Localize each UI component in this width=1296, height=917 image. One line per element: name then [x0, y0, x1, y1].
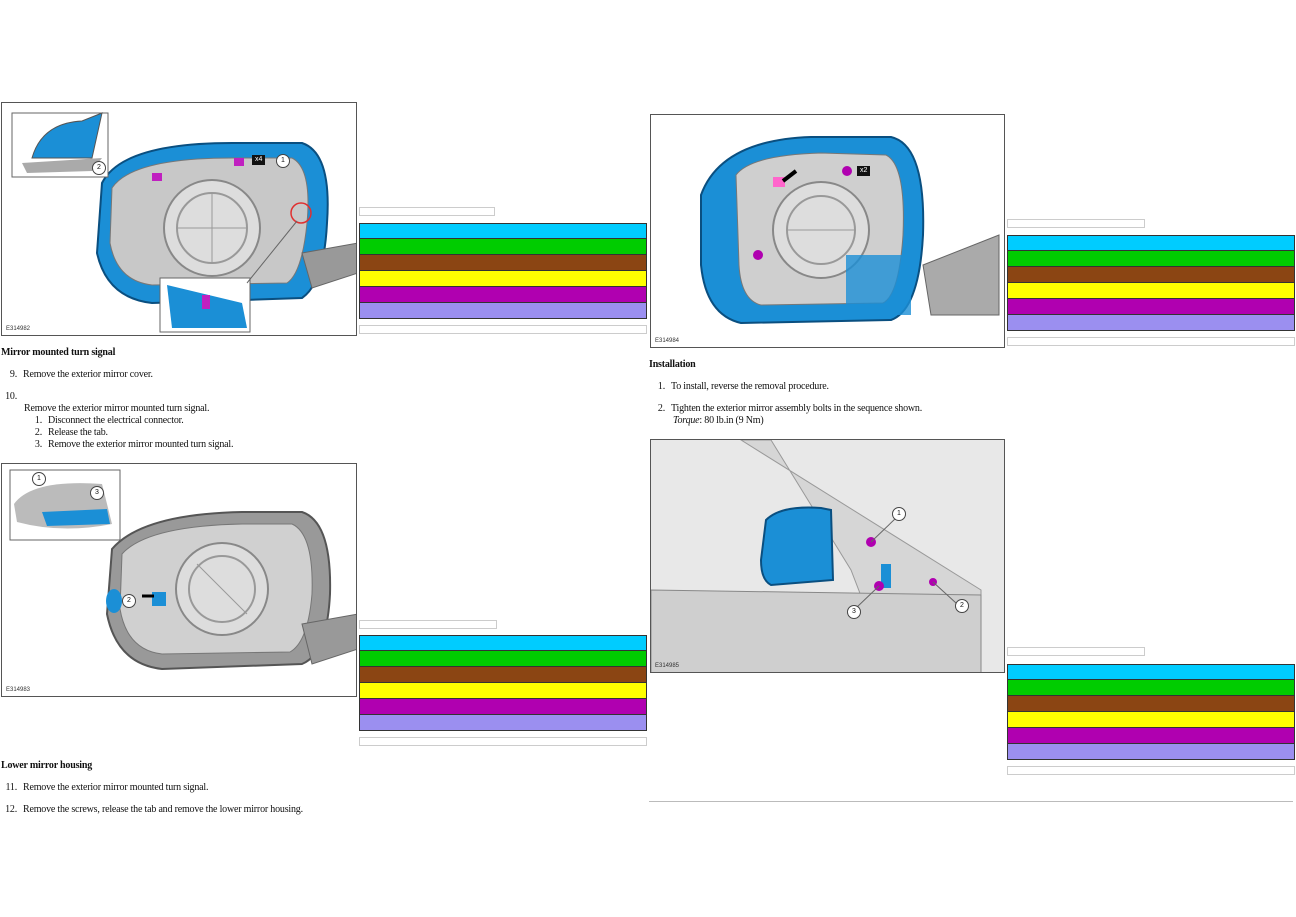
figure-e314982: 1 x4 2 E314982	[1, 102, 357, 336]
legend-1	[359, 207, 647, 334]
figure-e314983: 1 2 3 E314983	[1, 463, 357, 697]
install-step-2: 2.Tighten the exterior mirror assembly b…	[657, 403, 923, 414]
mirror-illustration	[700, 136, 1000, 325]
substep-1: 1.Disconnect the electrical connector.	[34, 415, 184, 426]
swatch-brown	[359, 255, 647, 271]
door-illustration	[651, 440, 1004, 672]
figure-id: E314985	[655, 663, 680, 669]
step-10: 10.	[5, 391, 17, 402]
substep-2: 2.Release the tab.	[34, 427, 108, 438]
step-12: 12.Remove the screws, release the tab an…	[5, 804, 303, 815]
section-heading-turn-signal: Mirror mounted turn signal	[1, 347, 116, 358]
callout-1: 1	[892, 507, 906, 521]
callout-2: 2	[92, 161, 106, 175]
swatch-lavender	[1007, 744, 1295, 760]
step-9: 9.Remove the exterior mirror cover.	[9, 369, 153, 380]
swatch-yellow	[359, 683, 647, 699]
swatch-green	[1007, 251, 1295, 267]
callout-2: 2	[122, 594, 136, 608]
legend-3	[1007, 219, 1295, 346]
legend-2	[359, 620, 647, 746]
swatch-lavender	[359, 715, 647, 731]
swatch-cyan	[1007, 664, 1295, 680]
quantity-tag: x4	[252, 155, 266, 165]
figure-e314985: 1 2 3 E314985	[650, 439, 1005, 673]
swatch-lavender	[359, 303, 647, 319]
swatch-brown	[1007, 696, 1295, 712]
swatch-brown	[359, 667, 647, 683]
section-heading-installation: Installation	[649, 359, 696, 370]
callout-1: 1	[32, 472, 46, 486]
swatch-cyan	[1007, 235, 1295, 251]
legend-4	[1007, 647, 1295, 775]
substep-3: 3.Remove the exterior mirror mounted tur…	[34, 439, 234, 450]
figure-id: E314984	[655, 338, 680, 344]
swatch-cyan	[359, 635, 647, 651]
swatch-magenta	[1007, 728, 1295, 744]
callout-3: 3	[847, 605, 861, 619]
step-10-text: Remove the exterior mirror mounted turn …	[24, 403, 210, 414]
swatch-yellow	[359, 271, 647, 287]
swatch-green	[359, 239, 647, 255]
torque-spec: Torque: 80 lb.in (9 Nm)	[673, 415, 764, 426]
swatch-yellow	[1007, 283, 1295, 299]
callout-2: 2	[955, 599, 969, 613]
swatch-cyan	[359, 223, 647, 239]
swatch-magenta	[1007, 299, 1295, 315]
section-heading-lower-housing: Lower mirror housing	[1, 760, 93, 771]
swatch-brown	[1007, 267, 1295, 283]
swatch-green	[359, 651, 647, 667]
divider	[649, 801, 1293, 802]
swatch-magenta	[359, 699, 647, 715]
figure-id: E314983	[6, 687, 31, 693]
mirror-illustration	[11, 112, 356, 333]
mirror-illustration	[9, 469, 356, 671]
figure-e314984: x2 E314984	[650, 114, 1005, 348]
step-11: 11.Remove the exterior mirror mounted tu…	[5, 782, 209, 793]
swatch-lavender	[1007, 315, 1295, 331]
swatch-yellow	[1007, 712, 1295, 728]
callout-1: 1	[276, 154, 290, 168]
swatch-green	[1007, 680, 1295, 696]
quantity-tag: x2	[857, 166, 871, 176]
callout-3: 3	[90, 486, 104, 500]
install-step-1: 1.To install, reverse the removal proced…	[657, 381, 829, 392]
swatch-magenta	[359, 287, 647, 303]
figure-id: E314982	[6, 326, 31, 332]
